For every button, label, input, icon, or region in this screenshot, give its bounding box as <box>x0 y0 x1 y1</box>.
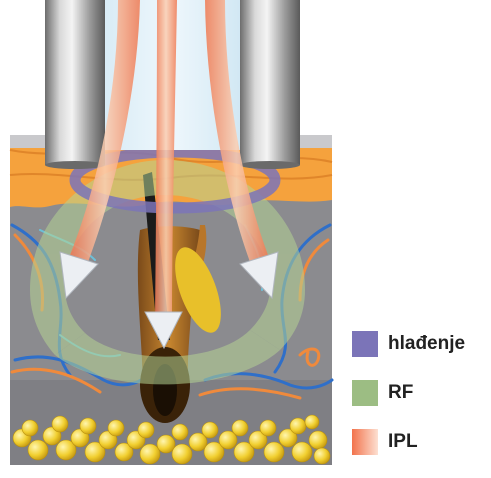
legend-label-ipl: IPL <box>388 431 418 452</box>
electrode-right <box>240 0 300 165</box>
legend-item-rf: RF <box>352 379 487 407</box>
legend-swatch-ipl <box>352 429 378 455</box>
legend-label-cooling: hlađenje <box>388 333 466 354</box>
legend-swatch-rf <box>352 380 378 406</box>
fat-cells <box>12 414 331 465</box>
legend-item-ipl: IPL <box>352 428 487 456</box>
legend-label-rf: RF <box>388 382 414 403</box>
ipl-arrowheads <box>59 251 279 350</box>
cooling-ring <box>69 146 281 214</box>
electrode-left <box>45 0 105 165</box>
legend: hlađenje RF IPL <box>352 330 487 477</box>
ipl-beams <box>70 0 268 318</box>
legend-item-cooling: hlađenje <box>352 330 487 358</box>
sebaceous-gland <box>175 247 221 333</box>
legend-swatch-cooling <box>352 331 378 357</box>
